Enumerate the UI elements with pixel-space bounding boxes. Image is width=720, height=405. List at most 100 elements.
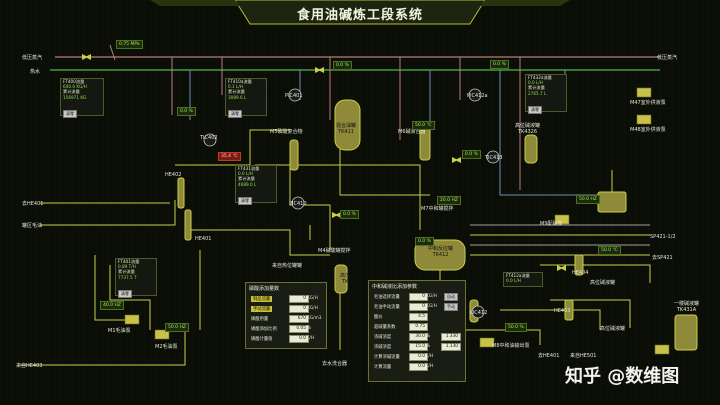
line-label-low-tank-2: 高位碱液罐 bbox=[600, 326, 626, 332]
param-value: 0.0 bbox=[289, 335, 309, 343]
density-value: 1.330 bbox=[441, 333, 461, 341]
flow-box-name: FT431流量 bbox=[238, 166, 260, 171]
frequency-readout-1: 40.0 HZ bbox=[100, 301, 124, 310]
param-unit: % bbox=[307, 326, 312, 331]
param-label: 毛油选择流量 bbox=[374, 295, 400, 300]
exchanger-he402-label: HE402 bbox=[165, 172, 182, 178]
param-input[interactable]: 4.5 bbox=[409, 313, 428, 321]
page-title: 食用油碱炼工段系统 bbox=[296, 8, 423, 23]
reset-button[interactable]: 清零 bbox=[238, 196, 252, 205]
param-input[interactable]: 670 bbox=[289, 315, 309, 323]
alkali-param-row: 浓碱浓度 30.0 % 1.330 bbox=[369, 332, 465, 342]
alkali-param-row: 计算浓碱流量 0.0 L/H bbox=[369, 352, 465, 362]
flow-box-ft400: FT400流量 640.6 KG/H 累计流量 156971 KG 清零 bbox=[60, 78, 104, 118]
temperature-readout-1: 35.4 ℃ bbox=[218, 152, 241, 161]
pump-m2-label: M2毛油泵 bbox=[155, 344, 178, 350]
mixer-m6-label: M6碱液合器 bbox=[398, 129, 426, 135]
alkali-param-row: 超碱量系数 0.75 bbox=[369, 322, 465, 332]
line-label-from-he403: 来自HE403 bbox=[16, 363, 43, 369]
flow-box-name: FT401流量 bbox=[118, 259, 140, 264]
temperature-readout-3: 50.0 ℃ bbox=[598, 246, 621, 255]
flow-box-ft431: FT431流量 0.0 L/H 累计流量 4689.0 L 清零 bbox=[235, 165, 277, 205]
manual-button[interactable]: 手动 bbox=[444, 303, 458, 311]
line-label-to-he401: 去HE401 bbox=[22, 201, 44, 207]
tank-tk4326-label: 高位碱液罐 TK4326 bbox=[515, 123, 541, 135]
mixer-m5-label: M5磷酸复合物 bbox=[270, 129, 303, 135]
reset-button[interactable]: 清零 bbox=[63, 109, 77, 118]
controller-lic412-label: LIC412 bbox=[470, 310, 488, 316]
flow-box-name: FT400流量 bbox=[63, 79, 85, 84]
line-label-from-he501: 来自HE501 bbox=[570, 353, 597, 359]
exchanger-he401-label: HE401 bbox=[195, 236, 212, 242]
valve-opening-1: 0.0 % bbox=[177, 107, 196, 116]
param-input[interactable]: 0 bbox=[409, 303, 428, 311]
param-input[interactable]: 0.75 bbox=[409, 323, 428, 331]
flow-box-ft432a: FT432a流量 0.0 L/H 累计流量 2765.7 L 清零 bbox=[525, 74, 567, 114]
param-input[interactable]: 0.05 bbox=[289, 325, 309, 333]
alkali-param-row: 毛油选择流量 0 KG/H 自动 bbox=[369, 292, 465, 302]
flow-box-total-label: 累计流量 bbox=[63, 89, 80, 95]
alkali-param-row: 酸价 4.5 bbox=[369, 312, 465, 322]
param-unit: KG/H bbox=[426, 294, 437, 299]
line-label-to-he401b: 去HE401 bbox=[538, 353, 560, 359]
temperature-readout-2: 50.0 ℃ bbox=[412, 121, 435, 130]
param-input[interactable]: 30.0 bbox=[409, 333, 428, 341]
param-unit: L/H bbox=[307, 336, 315, 341]
param-input[interactable]: 0 bbox=[289, 295, 309, 303]
param-input[interactable]: 0 bbox=[289, 305, 309, 313]
param-unit: KG/H bbox=[307, 296, 318, 301]
pump-m1-label: M1毛油泵 bbox=[108, 328, 131, 334]
frequency-readout-4: 50.0 HZ bbox=[576, 195, 600, 204]
controller-pic401-label: PIC401 bbox=[285, 93, 303, 99]
flow-box-total: 4689.0 L bbox=[238, 181, 257, 187]
valve-opening-2: 0.0 % bbox=[333, 61, 352, 70]
flow-box-rate: 0.89 T/H bbox=[118, 264, 136, 270]
line-label-steam-in: 低压蒸汽 bbox=[22, 55, 43, 61]
reset-button[interactable]: 清零 bbox=[528, 105, 542, 114]
param-input[interactable]: 15.0 bbox=[409, 343, 428, 351]
acid-dosing-panel: 磷酸添加量数 制品流量 0 KG/H 手动流量 0 KG/H 磷酸用量 670 … bbox=[245, 282, 327, 349]
alkali-param-row: 浓碱浓度 15.0 % 1.130 bbox=[369, 342, 465, 352]
flow-box-total: 156971 KG bbox=[63, 94, 87, 100]
line-label-hot-water: 热水 bbox=[30, 69, 41, 75]
auto-button[interactable]: 自动 bbox=[444, 293, 458, 301]
flow-box-name: FT432a流量 bbox=[528, 75, 552, 80]
controller-tic413-label: TIC413 bbox=[485, 155, 503, 161]
param-label: 计算浓碱流量 bbox=[374, 355, 400, 360]
param-unit: KG/H bbox=[307, 306, 318, 311]
controller-tic402-label: TIC402 bbox=[200, 135, 218, 141]
density-value: 1.130 bbox=[441, 343, 461, 351]
param-input[interactable]: 0 bbox=[409, 293, 428, 301]
flow-box-ft410a: FT410a流量 0.1 L/H 累计流量 3089.6 L 清零 bbox=[225, 78, 267, 118]
param-unit: % bbox=[426, 344, 431, 349]
flow-box-rate: 0.0 L/H bbox=[528, 80, 543, 86]
flow-box-rate: 640.6 KG/H bbox=[63, 84, 87, 90]
reset-button[interactable]: 清零 bbox=[118, 289, 132, 298]
acid-panel-title: 磷酸添加量数 bbox=[249, 286, 280, 292]
controller-pic410-label: PIC410 bbox=[289, 201, 307, 207]
param-unit: KG/H bbox=[426, 304, 437, 309]
acid-param-row: 手动流量 0 KG/H bbox=[246, 304, 326, 314]
exchanger-he403-label: HE403 bbox=[554, 308, 571, 314]
flow-box-total-label: 累计流量 bbox=[118, 269, 135, 275]
acid-param-row: 磷酸添加比例 0.05 % bbox=[246, 324, 326, 334]
frequency-readout-3: 50.0 HZ bbox=[165, 323, 189, 332]
line-label-steam-out: 低压蒸汽 bbox=[657, 55, 678, 61]
line-label-sp421: 去SP421 bbox=[652, 255, 673, 261]
exchanger-he404-label: HE404 bbox=[572, 270, 589, 276]
valve-opening-5: 0.0 % bbox=[490, 60, 509, 69]
flow-box-ft412a: FT412a流量 0.0 L/H bbox=[503, 272, 543, 287]
valve-opening-3: 0.0 % bbox=[340, 210, 359, 219]
param-label: 毛油手动流量 bbox=[374, 305, 400, 310]
reset-button[interactable]: 清零 bbox=[228, 109, 242, 118]
pump-m48-label: M48室外供液泵 bbox=[630, 127, 666, 133]
line-label-to-soap: 去水洗合器 bbox=[322, 361, 348, 367]
param-label: 磷酸计量值 bbox=[251, 337, 273, 342]
param-unit: % bbox=[426, 334, 431, 339]
percent-readout-1: 0.0 % bbox=[415, 237, 434, 246]
param-unit: KG/m3 bbox=[307, 316, 322, 321]
frequency-readout-2: 20.0 HZ bbox=[437, 196, 461, 205]
percent-readout-2: 50.0 % bbox=[505, 323, 527, 332]
valve-opening-4: 0.0 % bbox=[462, 150, 481, 159]
